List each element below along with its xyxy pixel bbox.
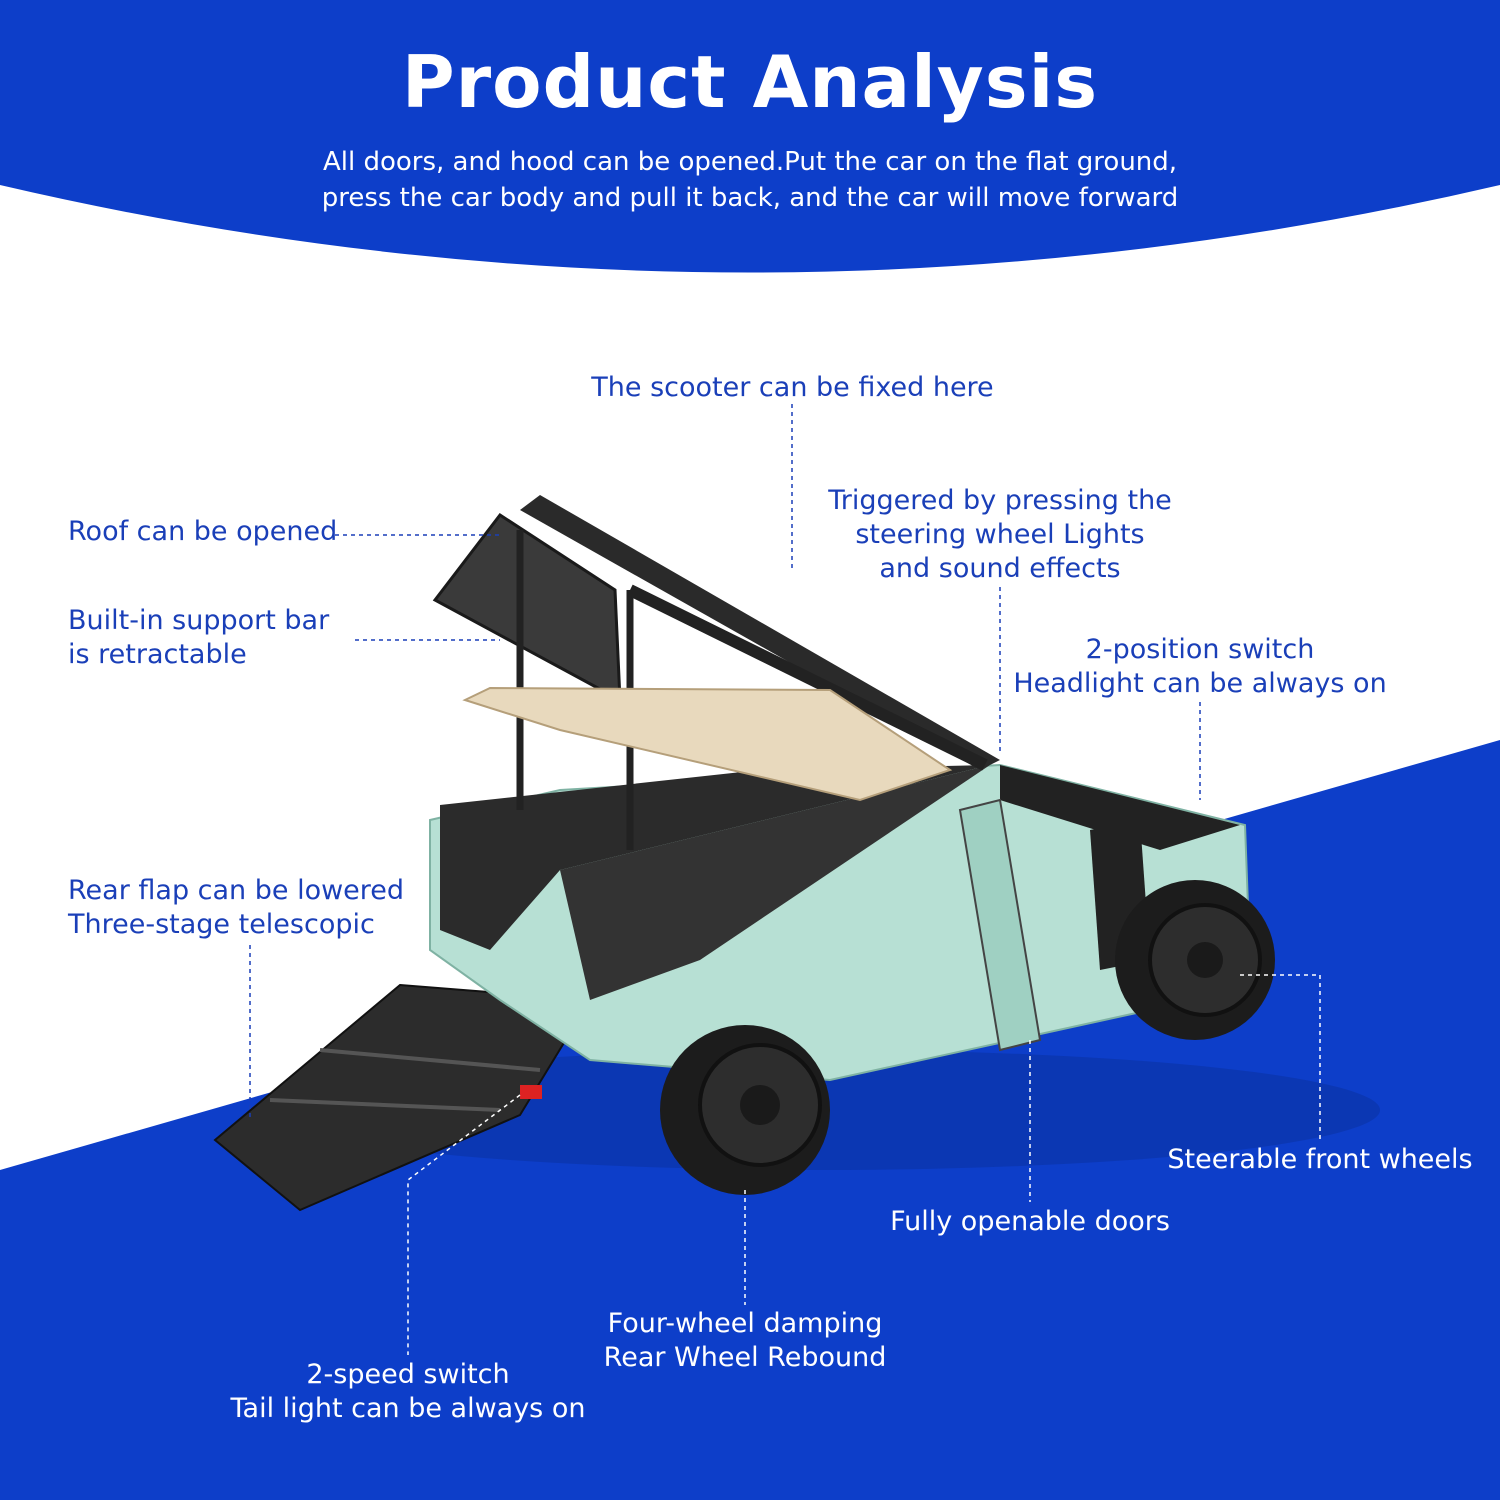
callout-damping-line-2: Rear Wheel Rebound [603,1342,887,1373]
callout-damping: Four-wheel damping Rear Wheel Rebound [580,1307,910,1375]
callout-steering-wheel: Triggered by pressing the steering wheel… [800,484,1200,586]
callout-headlight: 2-position switch Headlight can be alway… [1000,633,1400,701]
page-title: Product Analysis [401,40,1099,124]
front-wheel [1115,880,1275,1040]
page-subtitle: All doors, and hood can be opened.Put th… [250,144,1250,216]
callout-steering-line-3: and sound effects [879,553,1121,584]
callout-rear-flap-line-2: Three-stage telescopic [68,909,375,940]
tail-light [520,1085,542,1099]
subtitle-line-1: All doors, and hood can be opened.Put th… [322,147,1178,177]
callout-headlight-line-1: 2-position switch [1085,634,1315,665]
callout-scooter: The scooter can be fixed here [591,372,994,403]
callout-steering-line-2: steering wheel Lights [855,519,1145,550]
top-blue-banner [0,0,1500,273]
callout-support-line-2: is retractable [68,639,247,670]
cabin-window [1000,765,1240,850]
cargo-bed [440,765,990,950]
bed-platform [462,686,953,802]
callout-support-line-1: Built-in support bar [68,605,330,636]
side-panel-dark [560,765,990,1000]
roof-rack [520,495,1000,770]
callout-headlight-line-2: Headlight can be always on [1013,668,1387,699]
callout-damping-line-1: Four-wheel damping [607,1308,883,1339]
callout-rear-flap: Rear flap can be lowered Three-stage tel… [68,874,404,942]
callout-roof: Roof can be opened [68,516,338,547]
callout-support-bar: Built-in support bar is retractable [68,604,329,672]
subtitle-line-2: press the car body and pull it back, and… [321,183,1179,213]
open-front-door [958,798,1042,1052]
callout-tail-line-2: Tail light can be always on [230,1393,586,1424]
callout-tail-line-1: 2-speed switch [306,1359,510,1390]
callout-steering-line-1: Triggered by pressing the [828,485,1172,516]
callout-tail-light: 2-speed switch Tail light can be always … [218,1358,598,1426]
leader-lines [249,404,1321,1355]
callout-doors: Fully openable doors [890,1206,1170,1237]
callout-steerable-wheels: Steerable front wheels [1167,1144,1473,1175]
callout-rear-flap-line-1: Rear flap can be lowered [68,875,405,906]
rear-wheel [660,1025,830,1195]
